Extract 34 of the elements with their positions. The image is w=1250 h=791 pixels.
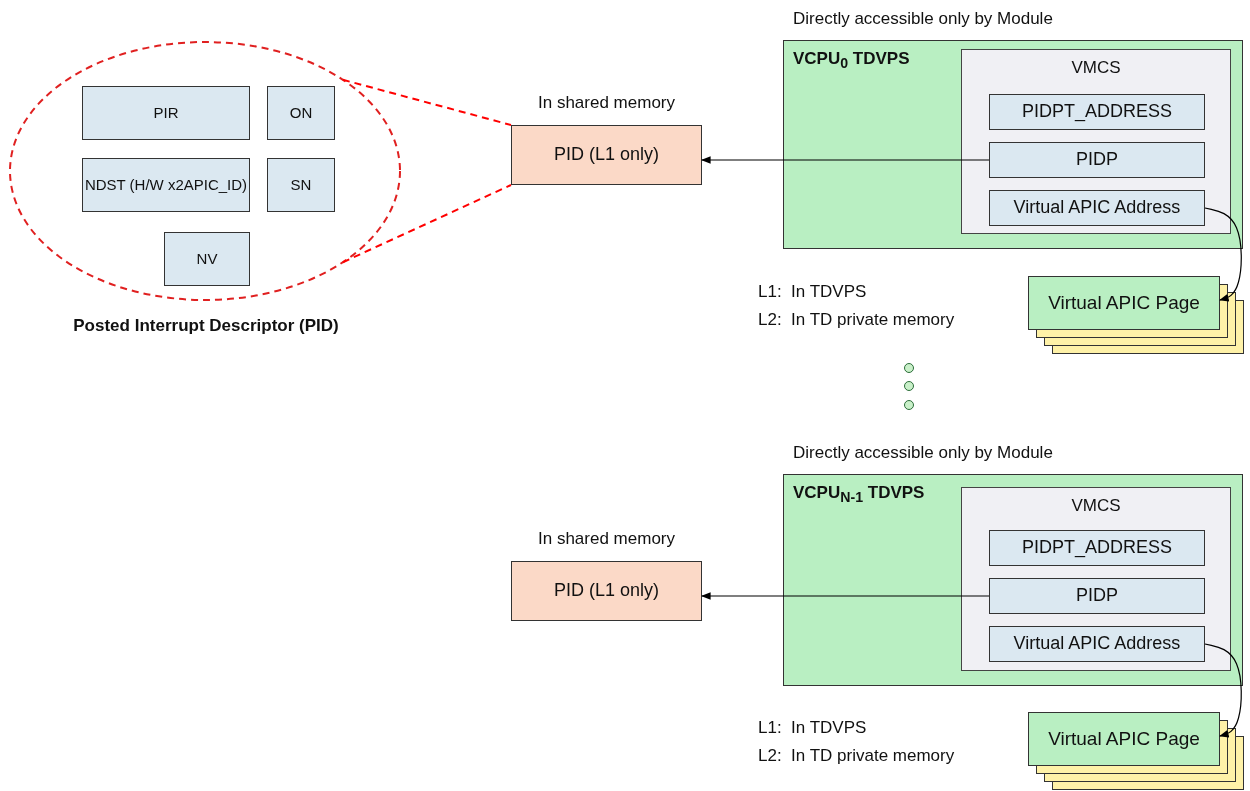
box-label: PIDPT_ADDRESS (1020, 100, 1173, 124)
box-label: PID (L1 only) (552, 143, 660, 167)
box-label: PID (L1 only) (552, 579, 660, 603)
heading: Directly accessible only by Module (793, 9, 1054, 30)
box-label: PIR (152, 103, 180, 123)
descriptor-title: Posted Interrupt Descriptor (PID) (72, 316, 340, 337)
note-text: L2: In TD private memory (758, 310, 955, 331)
box-label: SN (289, 175, 313, 195)
dashed-line (341, 184, 512, 264)
note-text: L1: In TDVPS (758, 718, 867, 739)
heading: In shared memory (537, 529, 676, 550)
arrow (1204, 207, 1242, 302)
dashed-line (341, 78, 512, 126)
arrow (701, 156, 990, 164)
panel-title: VMCS (1070, 496, 1122, 517)
box-label: NV (195, 249, 219, 269)
box-label: Virtual APIC Page (1047, 290, 1201, 315)
arrow (701, 592, 990, 600)
box-label: ON (288, 103, 314, 123)
note-text: L1: In TDVPS (758, 282, 867, 303)
arrow (1204, 643, 1242, 738)
heading: In shared memory (537, 93, 676, 114)
box-label: NDST (H/W x2APIC_ID) (83, 175, 249, 195)
panel-title: VCPU$_{N-1}$ TDVPS (793, 483, 925, 507)
box-label: PIDPT_ADDRESS (1020, 536, 1173, 560)
heading: Directly accessible only by Module (793, 443, 1054, 464)
box-label: Virtual APIC Page (1047, 726, 1201, 751)
box-label: Virtual APIC Address (1012, 196, 1182, 220)
box-label: PIDP (1075, 584, 1119, 608)
panel-title: VMCS (1070, 58, 1122, 79)
box-label: PIDP (1075, 148, 1119, 172)
note-text: L2: In TD private memory (758, 746, 955, 767)
box-label: Virtual APIC Address (1012, 632, 1182, 656)
panel-title: VCPU$_{0}$ TDVPS (793, 49, 910, 73)
